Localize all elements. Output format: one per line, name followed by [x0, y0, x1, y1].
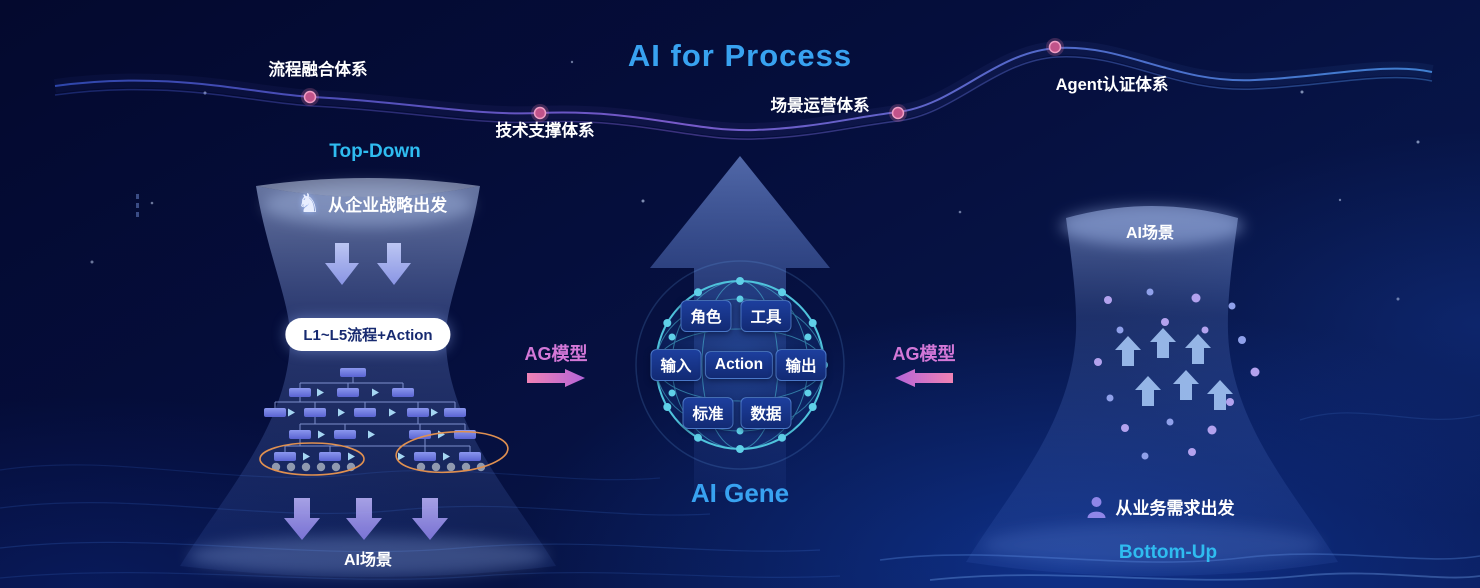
timeline-node-dot-3: [889, 104, 907, 122]
timeline-label-process-fusion: 流程融合体系: [268, 61, 368, 79]
timeline-label-agent-certification: Agent认证体系: [1055, 76, 1169, 94]
gene-cell-role: 角色: [680, 300, 732, 332]
gene-cell-input: 输入: [650, 349, 702, 381]
gene-cell-standard: 标准: [682, 397, 734, 429]
gene-cell-action: Action: [704, 351, 774, 379]
gene-cell-tool: 工具: [740, 300, 792, 332]
bottom-up-heading: Bottom-Up: [1118, 542, 1218, 563]
right-funnel-bottom-glow: [982, 523, 1322, 567]
strategy-source: ♞ 从企业战略出发: [297, 190, 447, 216]
ag-arrow-left-icon: [895, 369, 953, 387]
gene-cell-data: 数据: [740, 397, 792, 429]
scatter-dots: [1094, 288, 1260, 460]
ag-model-right-label: AG模型: [892, 344, 956, 364]
knight-icon: ♞: [296, 188, 321, 218]
process-flowchart: [264, 368, 486, 472]
left-funnel-bottom-glow: [188, 536, 548, 576]
down-arrows-icon: [325, 243, 411, 285]
ag-arrow-right-icon: [527, 369, 585, 387]
right-funnel-top-glow: [1060, 206, 1244, 246]
highlight-ellipses: [259, 430, 509, 476]
process-level-pill: L1~L5流程+Action: [285, 318, 451, 351]
left-funnel-shape: [180, 186, 556, 577]
up-arrows-icon: [1115, 328, 1233, 410]
business-need-source: 从业务需求出发: [1086, 494, 1235, 519]
right-ai-scene-label: AI场景: [1125, 225, 1175, 242]
timeline-node-dot-1: [301, 88, 319, 106]
left-funnel-top-glow: [263, 183, 473, 227]
page-title: AI for Process: [627, 38, 853, 73]
top-down-heading: Top-Down: [329, 141, 421, 162]
timeline-node-dot-4: [1046, 38, 1064, 56]
timeline-label-scene-operation: 场景运营体系: [770, 97, 870, 115]
dash-marks: [136, 194, 139, 217]
ag-model-left-label: AG模型: [524, 344, 588, 364]
star-specks: [90, 60, 1420, 301]
timeline-label-tech-support: 技术支撑体系: [495, 122, 595, 140]
person-icon: [1087, 496, 1106, 518]
left-ai-scene-label: AI场景: [343, 552, 393, 569]
ai-gene-caption: AI Gene: [690, 478, 790, 508]
gene-cell-output: 输出: [775, 349, 827, 381]
strategy-source-label: 从企业战略出发: [328, 195, 448, 215]
gene-outer-ring: [635, 260, 845, 470]
business-need-label: 从业务需求出发: [1115, 499, 1235, 518]
down-arrows-bottom-icon: [284, 498, 448, 540]
timeline-node-dot-2: [531, 104, 549, 122]
